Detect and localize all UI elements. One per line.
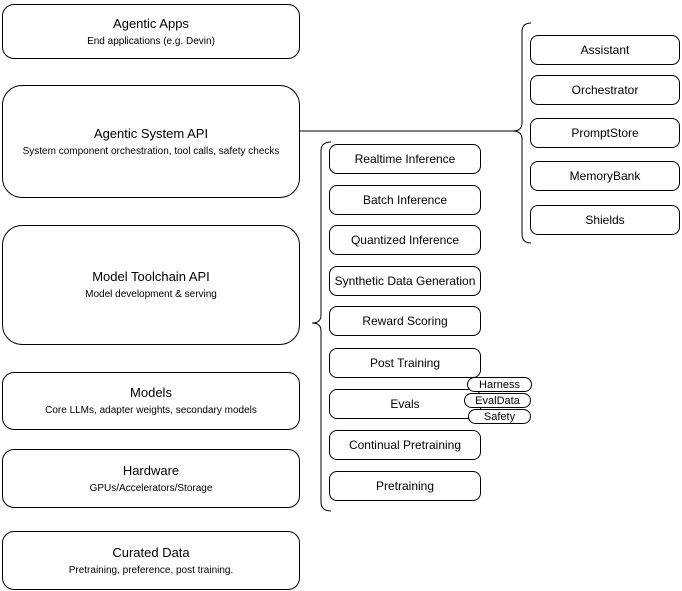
node-agentic-system-api-title: Agentic System API [93, 125, 209, 141]
node-memorybank: MemoryBank [530, 161, 680, 191]
node-promptstore: PromptStore [530, 118, 680, 148]
node-batch-inference: Batch Inference [329, 185, 481, 215]
node-agentic-apps: Agentic Apps End applications (e.g. Devi… [2, 4, 300, 59]
node-pretraining: Pretraining [329, 471, 481, 501]
node-continual-pretraining: Continual Pretraining [329, 430, 481, 460]
node-assistant: Assistant [530, 35, 680, 65]
pill-evaldata: EvalData [464, 393, 531, 408]
node-evals: Evals [329, 389, 481, 419]
node-agentic-system-api: Agentic System API System component orch… [2, 85, 300, 198]
node-realtime-inference: Realtime Inference [329, 144, 481, 174]
node-hardware-subtitle: GPUs/Accelerators/Storage [89, 482, 213, 494]
node-model-toolchain-api-title: Model Toolchain API [92, 269, 210, 284]
node-quantized-inference: Quantized Inference [329, 225, 481, 255]
node-models-subtitle: Core LLMs, adapter weights, secondary mo… [45, 405, 257, 416]
node-orchestrator: Orchestrator [530, 75, 680, 105]
node-model-toolchain-api-subtitle: Model development & serving [85, 289, 217, 300]
node-hardware: Hardware GPUs/Accelerators/Storage [2, 449, 300, 508]
node-curated-data: Curated Data Pretraining, preference, po… [2, 531, 300, 590]
pill-safety: Safety [468, 409, 531, 424]
node-curated-data-subtitle: Pretraining, preference, post training. [68, 564, 234, 576]
node-synthetic-data-generation: Synthetic Data Generation [329, 266, 481, 296]
node-curated-data-title: Curated Data [112, 544, 190, 560]
pill-harness: Harness [467, 377, 532, 392]
node-agentic-apps-subtitle: End applications (e.g. Devin) [87, 35, 215, 47]
node-post-training: Post Training [329, 348, 481, 378]
node-agentic-system-api-subtitle: System component orchestration, tool cal… [22, 145, 280, 157]
node-reward-scoring: Reward Scoring [329, 306, 481, 336]
node-models-title: Models [130, 385, 172, 400]
node-agentic-apps-title: Agentic Apps [113, 15, 189, 31]
node-shields: Shields [530, 205, 680, 235]
node-model-toolchain-api: Model Toolchain API Model development & … [2, 225, 300, 345]
node-hardware-title: Hardware [122, 462, 180, 478]
node-models: Models Core LLMs, adapter weights, secon… [2, 372, 300, 430]
system-components-brace [512, 22, 532, 244]
